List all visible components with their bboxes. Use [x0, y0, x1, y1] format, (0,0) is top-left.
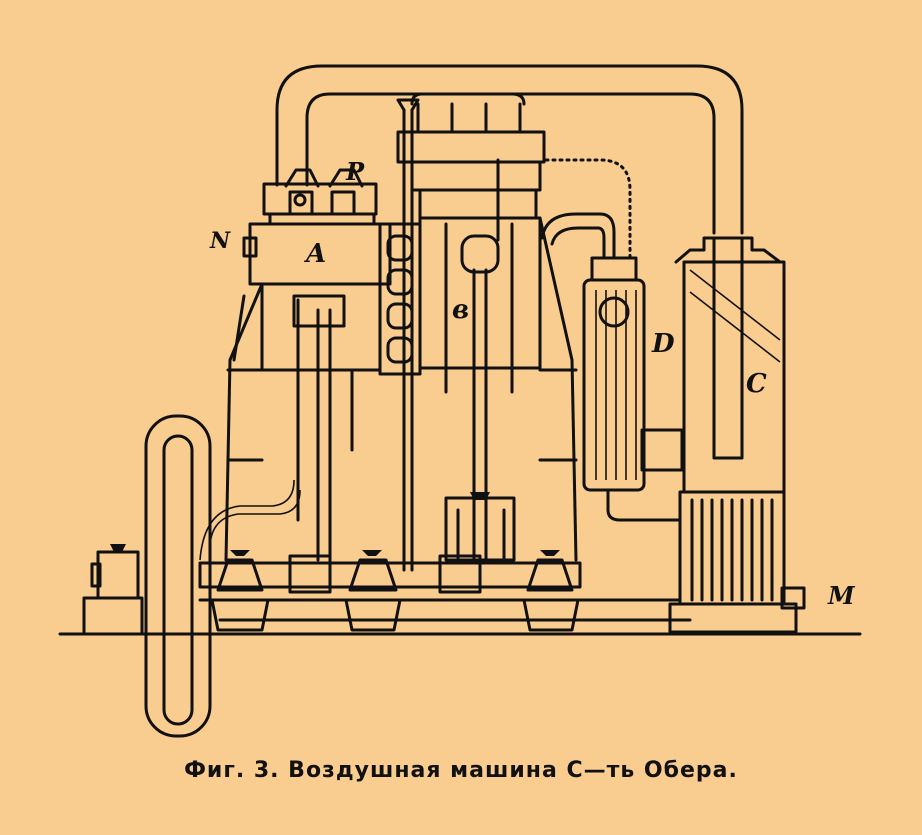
label-c: C [746, 369, 767, 399]
cooler-pipe-inner [550, 226, 606, 260]
label-p: P [345, 157, 365, 186]
label-a: A [303, 239, 326, 269]
label-b: в [452, 295, 469, 325]
label-d: D [651, 329, 675, 359]
cooler-pipe [540, 212, 616, 260]
air-engine-drawing: A P N в D C M [58, 64, 862, 738]
label-m: M [827, 581, 856, 610]
figure-caption: Фиг. 3. Воздушная машина С—ть Обера. [184, 758, 738, 783]
base-frame [198, 554, 692, 622]
top-pipe [275, 64, 744, 235]
feet [210, 550, 580, 632]
left-cylinder [199, 168, 392, 562]
flywheel [144, 414, 212, 738]
cooler-d [582, 256, 684, 522]
right-cylinder [396, 92, 578, 562]
label-n: N [209, 228, 231, 254]
dotted-connection [544, 158, 632, 264]
tank-c [668, 236, 806, 634]
central-column [378, 98, 422, 572]
left-motor [82, 544, 144, 636]
